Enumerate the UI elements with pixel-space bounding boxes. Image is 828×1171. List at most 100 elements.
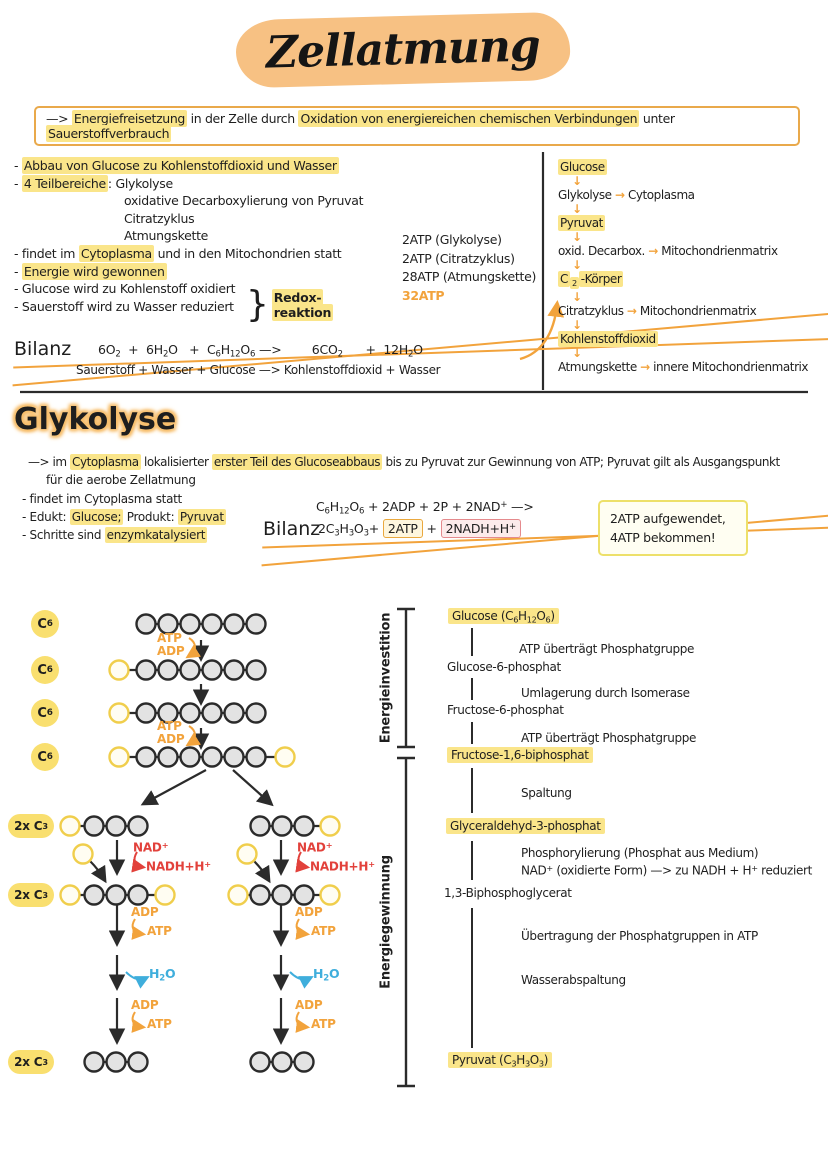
- carbon-circle: [223, 659, 245, 681]
- note-line: - Sauerstoff wird zu Wasser reduziert: [14, 298, 234, 314]
- carbon-circle: [223, 702, 245, 724]
- flow-step: Kohlenstoffdioxid: [558, 330, 658, 347]
- carbon-circle: [293, 815, 315, 837]
- carbon-circle: [223, 613, 245, 635]
- stage-label-bpg: 1,3-Biphosphoglycerat: [444, 886, 572, 900]
- carbon-circle: [83, 1051, 105, 1073]
- note-line: Atmungskette: [124, 228, 209, 244]
- bilanz-words: Sauerstoff + Wasser + Glucose —> Kohlens…: [76, 363, 441, 377]
- carbon-circle: [245, 659, 267, 681]
- carbon-circle: [293, 884, 315, 906]
- atp-label: ATP: [311, 924, 336, 938]
- carbon-circle: [135, 702, 157, 724]
- glykolyse-intro-line2: für die aerobe Zellatmung: [46, 473, 196, 487]
- carbon-circle: [157, 746, 179, 768]
- flow-arrow-icon: ↓: [572, 317, 582, 332]
- nad-label: NAD+: [133, 840, 169, 855]
- molecule-chain: [108, 659, 267, 681]
- carbon-circle: [245, 702, 267, 724]
- molecule-chain: [59, 815, 149, 837]
- atp-label: ATP: [157, 719, 182, 733]
- redox-label-line1: Redox-: [271, 289, 324, 306]
- process-flow: Glucose↓Glykolyse → Cytoplasma↓Pyruvat↓o…: [558, 159, 809, 376]
- nad-label: NAD+: [297, 840, 333, 855]
- definition-text: —> Energiefreisetzung in der Zelle durch…: [46, 110, 675, 142]
- carbon-circle: [127, 1051, 149, 1073]
- note-line: - findet im Cytoplasma und in den Mitoch…: [14, 244, 342, 262]
- stage-note: NAD+ (oxidierte Form) —> zu NADH + H+ re…: [521, 863, 812, 878]
- atp-total: 32ATP: [402, 287, 445, 303]
- page-title-sticker: Zellatmung: [235, 11, 571, 89]
- brace-icon: }: [246, 284, 269, 325]
- atp-label: ATP: [147, 1017, 172, 1031]
- carbon-circle: [293, 1051, 315, 1073]
- carbon-circle: [245, 746, 267, 768]
- glykolyse-bullet: - Edukt: Glucose; Produkt: Pyruvat: [22, 509, 226, 525]
- carbon-circle: [135, 746, 157, 768]
- carbon-circle: [223, 746, 245, 768]
- flow-arrow-icon: ↓: [572, 174, 582, 188]
- note-line: - Energie wird gewonnen: [14, 262, 167, 280]
- definition-box: —> Energiefreisetzung in der Zelle durch…: [34, 106, 800, 146]
- phosphate-circle: [274, 746, 296, 768]
- bracket-gain: [397, 756, 415, 1088]
- glykolyse-bilanz-line2: 2C3H3O3+ 2ATP + 2NADH+H+: [318, 519, 521, 539]
- flow-arrow-icon: ↓: [572, 258, 582, 272]
- phosphate-circle: [319, 815, 341, 837]
- molecule-chain: [227, 884, 341, 906]
- stage-note: Übertragung der Phosphatgruppen in ATP: [521, 929, 758, 943]
- flow-step: Citratzyklus → Mitochondrienmatrix: [558, 303, 757, 318]
- note-line: Citratzyklus: [124, 210, 195, 226]
- atp-label: ATP: [311, 1017, 336, 1031]
- diagram-arrows: [89, 640, 290, 1045]
- phosphate-circle: [59, 884, 81, 906]
- phosphate-circle: [108, 746, 130, 768]
- stage-note: Phosphorylierung (Phosphat aus Medium): [521, 846, 759, 860]
- carbon-circle: [127, 884, 149, 906]
- phosphate-circle: [236, 843, 258, 865]
- bracket-label-gain: Energiegewinnung: [378, 855, 394, 989]
- adp-label: ADP: [131, 998, 159, 1012]
- carbon-circle: [157, 659, 179, 681]
- carbon-circle: [271, 815, 293, 837]
- glykolyse-intro-line1: —> im Cytoplasma lokalisierter erster Te…: [28, 454, 780, 470]
- note-line: - Abbau von Glucose zu Kohlenstoffdioxid…: [14, 157, 339, 174]
- carbon-circle: [201, 613, 223, 635]
- molecule-chain: [108, 702, 267, 724]
- note-line: oxidative Decarboxylierung von Pyruvat: [124, 193, 364, 209]
- carbon-circle: [127, 815, 149, 837]
- nadh-label: NADH+H+: [146, 859, 211, 874]
- stage-label-f6p: Fructose-6-phosphat: [447, 703, 564, 717]
- h2o-label: H2O: [313, 966, 340, 984]
- bilanz-equation: 6O2 + 6H2O + C6H12O6 —> 6CO2 + 12H2O: [98, 342, 423, 360]
- phosphate-circle: [154, 884, 176, 906]
- atp-summary-line: 2ATP (Glykolyse): [402, 232, 502, 247]
- redox-annotation: } Redox- reaktion: [246, 284, 334, 325]
- carbon-circle: [249, 815, 271, 837]
- molecule-chain: [108, 746, 296, 768]
- atp-summary: 2ATP (Glykolyse) 2ATP (Citratzyklus) 28A…: [402, 231, 536, 305]
- carbon-circle: [179, 659, 201, 681]
- phosphate-circle: [227, 884, 249, 906]
- carbon-circle: [83, 815, 105, 837]
- stage-label-f16bp: Fructose-1,6-biphosphat: [447, 747, 593, 763]
- carbon-circle: [245, 613, 267, 635]
- stage-label-ga3p: Glyceraldehyd-3-phosphat: [446, 818, 605, 834]
- atp-summary-line: 28ATP (Atmungskette): [402, 269, 537, 285]
- carbon-circle: [249, 1051, 271, 1073]
- molecule-chain: [135, 613, 267, 635]
- stage-note: Umlagerung durch Isomerase: [521, 686, 690, 700]
- carbon-circle: [271, 1051, 293, 1073]
- carbon-circle: [105, 1051, 127, 1073]
- atp-note-box: 2ATP aufgewendet, 4ATP bekommen!: [598, 500, 748, 556]
- atp-note-line1: 2ATP aufgewendet,: [610, 511, 726, 526]
- phosphate-circle: [59, 815, 81, 837]
- glykolyse-bullet: - Schritte sind enzymkatalysiert: [22, 527, 208, 543]
- phosphate-circle: [108, 702, 130, 724]
- stage-note: ATP überträgt Phosphatgruppe: [521, 731, 697, 745]
- glykolyse-bullet: - findet im Cytoplasma statt: [22, 492, 182, 506]
